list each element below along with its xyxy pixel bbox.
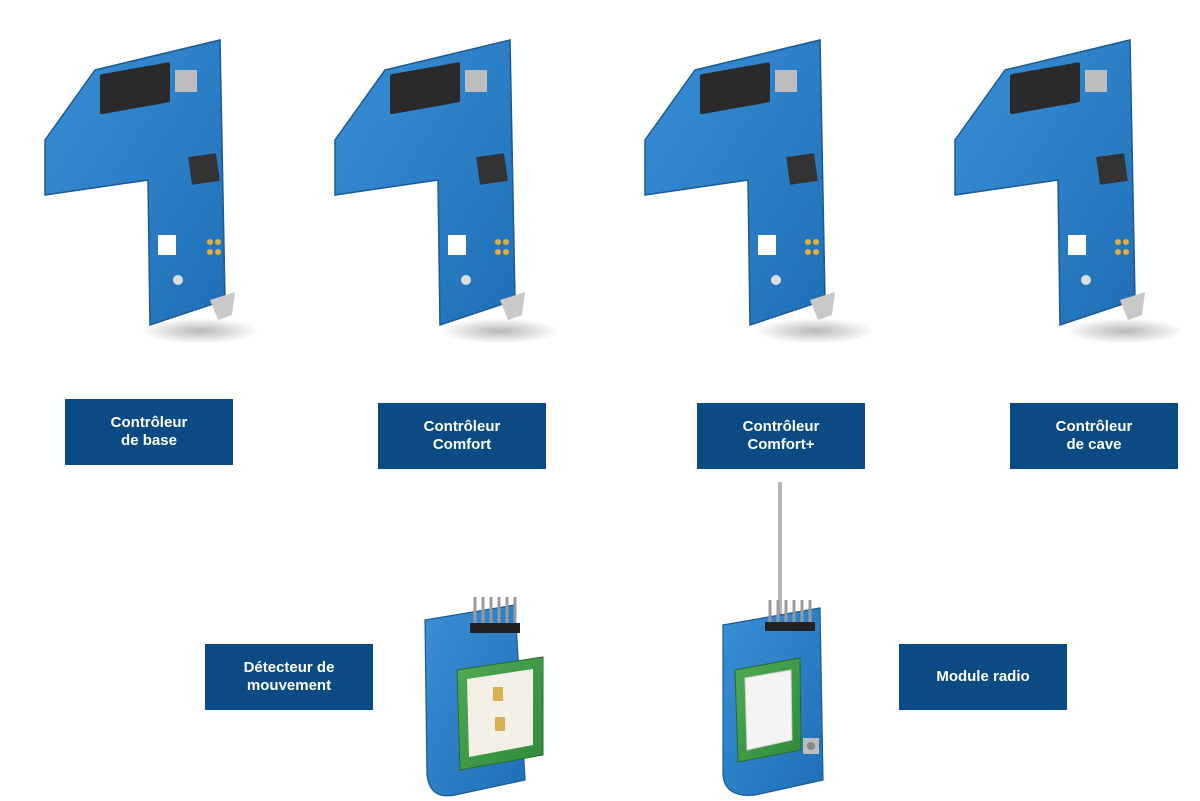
label-line: Contrôleur bbox=[742, 418, 820, 435]
board-shadow bbox=[755, 318, 875, 344]
label-line: Détecteur de bbox=[243, 659, 335, 676]
label-line: Comfort bbox=[432, 436, 492, 453]
label-line: Comfort+ bbox=[747, 436, 815, 453]
label-radio-module: Module radio bbox=[899, 644, 1067, 710]
label-line: de base bbox=[121, 432, 177, 449]
radio-module-image bbox=[722, 482, 824, 796]
label-line: Contrôleur bbox=[423, 418, 501, 435]
label-line: mouvement bbox=[246, 677, 332, 694]
board-shadow bbox=[440, 318, 560, 344]
label-line: Module radio bbox=[936, 668, 1030, 685]
controller-board-cave-image bbox=[954, 39, 1145, 327]
motion-detector-image bbox=[424, 597, 544, 797]
label-line: Contrôleur bbox=[110, 414, 188, 431]
controller-board-comfort-plus-image bbox=[644, 39, 835, 327]
label-line: de cave bbox=[1066, 436, 1122, 453]
board-shadow bbox=[1065, 318, 1185, 344]
label-line: Contrôleur bbox=[1055, 418, 1133, 435]
controller-board-comfort-image bbox=[334, 39, 525, 327]
controller-board-basic-image bbox=[44, 39, 235, 327]
